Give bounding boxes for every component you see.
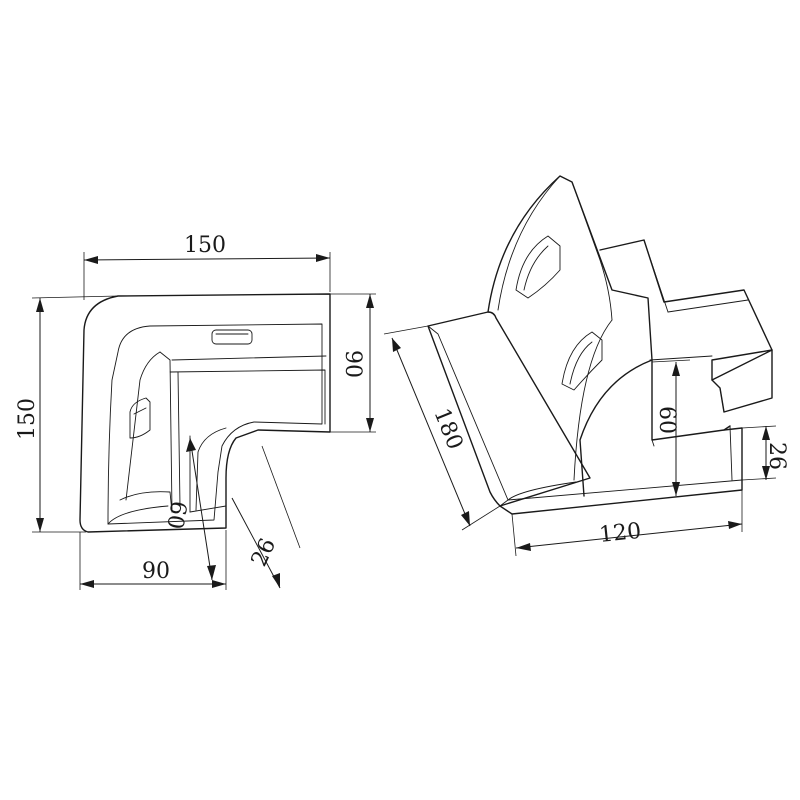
- side-block: [711, 349, 773, 413]
- dim-inner-height: 60: [161, 499, 190, 531]
- dim-left-height: 150: [15, 398, 40, 440]
- wall-slot-lower: [561, 331, 603, 391]
- top-slot: [211, 329, 253, 345]
- dim-length: 180: [428, 405, 467, 453]
- left-view-dimensions: 150 150 90 90 60 26: [15, 233, 376, 590]
- upright-wall: [487, 175, 653, 497]
- dim-right-height: 90: [340, 350, 365, 378]
- right-view: [427, 175, 773, 515]
- left-view-inner-rim: [107, 323, 323, 525]
- left-view-channel: [159, 351, 327, 513]
- left-view: [79, 293, 331, 533]
- dim-top-width: 150: [184, 233, 226, 258]
- base-plate: [427, 311, 591, 507]
- dim-slot-width-left: 26: [247, 535, 281, 571]
- rear-tongue: [599, 239, 773, 381]
- dim-width: 120: [598, 519, 642, 548]
- right-view-dimensions: 180 120 60 26: [383, 325, 789, 557]
- dim-height: 60: [654, 406, 679, 434]
- dim-slot-width-right: 26: [764, 442, 789, 470]
- dim-bottom-width: 90: [142, 559, 170, 584]
- wall-slot-upper: [515, 235, 561, 299]
- side-slot: [129, 397, 151, 439]
- left-view-outline: [79, 293, 331, 533]
